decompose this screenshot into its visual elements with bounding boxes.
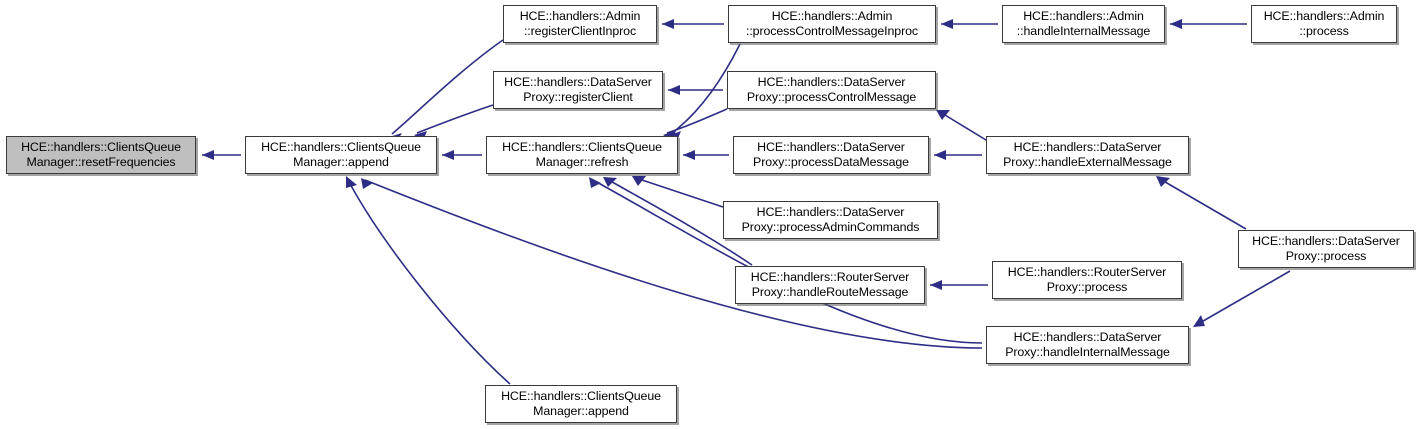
graph-node-resetFrequencies[interactable]: HCE::handlers::ClientsQueue Manager::res… <box>6 136 196 174</box>
edge-line <box>347 179 511 385</box>
edge-dataServerProcess-to-handleInternalMessageDS <box>1193 270 1291 327</box>
graph-node-label: HCE::handlers::DataServer Proxy::handleE… <box>1003 140 1172 169</box>
graph-node-label: HCE::handlers::DataServer Proxy::process… <box>741 205 920 234</box>
edge-line <box>671 43 741 134</box>
arrowhead-icon <box>934 150 946 160</box>
graph-node-label: HCE::handlers::ClientsQueue Manager::ref… <box>502 140 662 169</box>
graph-node-handleRouteMessage[interactable]: HCE::handlers::RouterServer Proxy::handl… <box>735 266 925 304</box>
graph-node-label: HCE::handlers::ClientsQueue Manager::app… <box>501 389 661 418</box>
arrowhead-icon <box>936 110 950 120</box>
graph-node-label: HCE::handlers::ClientsQueue Manager::res… <box>21 140 181 169</box>
edge-dataServerProcess-to-handleExternalMessage <box>1156 176 1247 230</box>
graph-node-label: HCE::handlers::RouterServer Proxy::proce… <box>1007 265 1167 294</box>
graph-node-registerClientInproc[interactable]: HCE::handlers::Admin ::registerClientInp… <box>503 5 657 43</box>
graph-node-appendBottom[interactable]: HCE::handlers::ClientsQueue Manager::app… <box>485 385 677 423</box>
graph-node-adminProcess[interactable]: HCE::handlers::Admin ::process <box>1251 5 1397 43</box>
arrowhead-icon <box>1156 176 1170 187</box>
graph-node-label: HCE::handlers::RouterServer Proxy::handl… <box>750 270 910 299</box>
graph-node-label: HCE::handlers::Admin ::process <box>1263 9 1385 38</box>
arrowhead-icon <box>202 150 214 160</box>
graph-node-label: HCE::handlers::DataServer Proxy::handleI… <box>1005 330 1170 359</box>
graph-node-refresh[interactable]: HCE::handlers::ClientsQueue Manager::ref… <box>486 136 678 174</box>
arrowhead-icon <box>683 150 695 160</box>
edge-processControlMessageInproc-to-registerClientInproc <box>662 19 724 29</box>
edge-append-to-resetFrequencies <box>202 150 241 160</box>
edge-processAdminCommands-to-refresh <box>632 176 724 208</box>
graph-node-processDataMessage[interactable]: HCE::handlers::DataServer Proxy::process… <box>733 136 929 174</box>
edge-line <box>416 104 494 134</box>
edge-line <box>1197 270 1291 325</box>
graph-node-handleInternalMessageDS[interactable]: HCE::handlers::DataServer Proxy::handleI… <box>986 326 1189 364</box>
arrowhead-icon <box>361 178 373 189</box>
graph-node-label: HCE::handlers::ClientsQueue Manager::app… <box>261 140 421 169</box>
graph-node-label: HCE::handlers::DataServer Proxy::process… <box>746 75 917 104</box>
graph-node-label: HCE::handlers::Admin ::processControlMes… <box>745 9 919 38</box>
arrowhead-icon <box>589 177 601 188</box>
graph-node-routerProcess[interactable]: HCE::handlers::RouterServer Proxy::proce… <box>992 261 1182 299</box>
edge-refresh-to-append <box>442 150 482 160</box>
edge-appendBottom-to-append <box>346 176 511 385</box>
arrowhead-icon <box>346 176 357 188</box>
arrowhead-icon <box>442 150 454 160</box>
edge-handleRouteMessage-to-refresh <box>603 177 753 266</box>
graph-node-label: HCE::handlers::Admin ::registerClientInp… <box>519 9 641 38</box>
graph-node-handleInternalMessageAdmin[interactable]: HCE::handlers::Admin ::handleInternalMes… <box>1002 5 1165 43</box>
graph-node-processControlMessageInproc[interactable]: HCE::handlers::Admin ::processControlMes… <box>728 5 936 43</box>
edge-line <box>364 179 983 349</box>
edge-line <box>606 178 753 266</box>
graph-node-label: HCE::handlers::DataServer Proxy::process <box>1252 234 1400 263</box>
graph-node-label: HCE::handlers::Admin ::handleInternalMes… <box>1016 9 1151 38</box>
edge-line <box>939 111 987 141</box>
arrowhead-icon <box>662 19 674 29</box>
edge-adminProcess-to-handleInternalMessageAdmin <box>1170 19 1247 29</box>
edge-handleExternalMessage-to-processDataMessage <box>934 150 982 160</box>
graph-node-dataServerProcess[interactable]: HCE::handlers::DataServer Proxy::process <box>1238 230 1414 268</box>
edge-routerProcess-to-handleRouteMessage <box>930 280 988 290</box>
edge-line <box>1159 178 1247 230</box>
graph-node-registerClient[interactable]: HCE::handlers::DataServer Proxy::registe… <box>493 71 663 109</box>
edge-processDataMessage-to-refresh <box>683 150 729 160</box>
arrowhead-icon <box>632 176 646 186</box>
graph-node-handleExternalMessage[interactable]: HCE::handlers::DataServer Proxy::handleE… <box>986 136 1189 174</box>
graph-node-processAdminCommands[interactable]: HCE::handlers::DataServer Proxy::process… <box>723 201 938 239</box>
graph-node-append[interactable]: HCE::handlers::ClientsQueue Manager::app… <box>245 136 437 174</box>
arrowhead-icon <box>668 85 680 95</box>
graph-node-label: HCE::handlers::DataServer Proxy::registe… <box>504 75 652 104</box>
arrowhead-icon <box>930 280 942 290</box>
edge-handleExternalMessage-to-processControlMessage <box>936 110 987 141</box>
edge-handleInternalMessageDS-to-append <box>361 178 983 349</box>
edge-line <box>666 108 728 134</box>
arrowhead-icon <box>1193 315 1205 327</box>
graph-node-label: HCE::handlers::DataServer Proxy::process… <box>753 140 909 169</box>
arrowhead-icon <box>603 177 617 187</box>
arrowhead-icon <box>1170 19 1182 29</box>
edge-line <box>635 177 724 208</box>
edge-processControlMessage-to-registerClient <box>668 85 723 95</box>
edge-registerClientInproc-to-append <box>389 39 504 143</box>
arrowhead-icon <box>941 19 953 29</box>
graph-node-processControlMessage[interactable]: HCE::handlers::DataServer Proxy::process… <box>727 71 936 109</box>
edge-handleInternalMessageAdmin-to-processControlMessageInproc <box>941 19 998 29</box>
edge-line <box>391 39 504 135</box>
